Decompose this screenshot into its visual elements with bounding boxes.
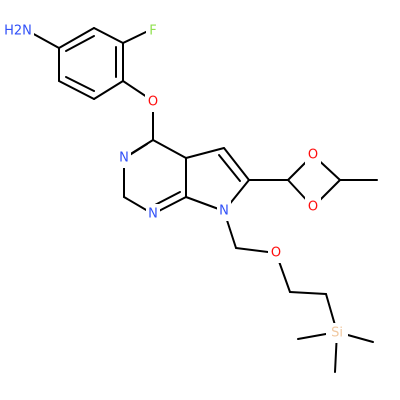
ether-oxygen-atom: O bbox=[145, 92, 161, 112]
bond bbox=[29, 31, 60, 49]
amine-group: H2N bbox=[4, 21, 34, 41]
sem-oxygen-label: O bbox=[271, 246, 281, 261]
pyrimidine-n3-atom: N bbox=[146, 204, 160, 224]
atom-label-layer: H2N F O N N N O O bbox=[4, 21, 348, 343]
silicon-atom: Si bbox=[326, 323, 348, 343]
bond bbox=[65, 76, 95, 92]
sem-oxygen-atom: O bbox=[268, 243, 284, 263]
bond bbox=[122, 30, 149, 44]
pyrimidine-n1-atom: N bbox=[117, 148, 131, 168]
bond bbox=[93, 80, 124, 100]
pyrrole-n-atom: N bbox=[217, 201, 231, 221]
bond bbox=[65, 35, 95, 52]
fluorine-atom: F bbox=[146, 21, 160, 41]
bond bbox=[58, 27, 95, 49]
bond bbox=[289, 291, 327, 295]
bond bbox=[58, 80, 95, 100]
bond bbox=[218, 154, 241, 182]
dioxetane-oxygen-2-atom: O bbox=[305, 197, 321, 217]
amine-label: H2N bbox=[4, 24, 32, 39]
bond bbox=[152, 191, 181, 207]
bond bbox=[93, 27, 124, 44]
dioxetane-oxygen-1-label: O bbox=[308, 148, 318, 163]
silicon-label: Si bbox=[331, 326, 343, 341]
pyrimidine-n3-label: N bbox=[148, 207, 158, 222]
ether-oxygen-label: O bbox=[148, 95, 158, 110]
dioxetane-oxygen-2-label: O bbox=[308, 200, 318, 215]
bond bbox=[152, 139, 187, 159]
pyrimidine-n1-label: N bbox=[119, 151, 129, 166]
bond bbox=[223, 147, 250, 181]
bond-layer bbox=[29, 27, 378, 373]
fluorine-label: F bbox=[149, 24, 156, 39]
pyrrole-n-label: N bbox=[219, 204, 229, 219]
dioxetane-oxygen-1-atom: O bbox=[305, 145, 321, 165]
bond bbox=[185, 147, 225, 159]
